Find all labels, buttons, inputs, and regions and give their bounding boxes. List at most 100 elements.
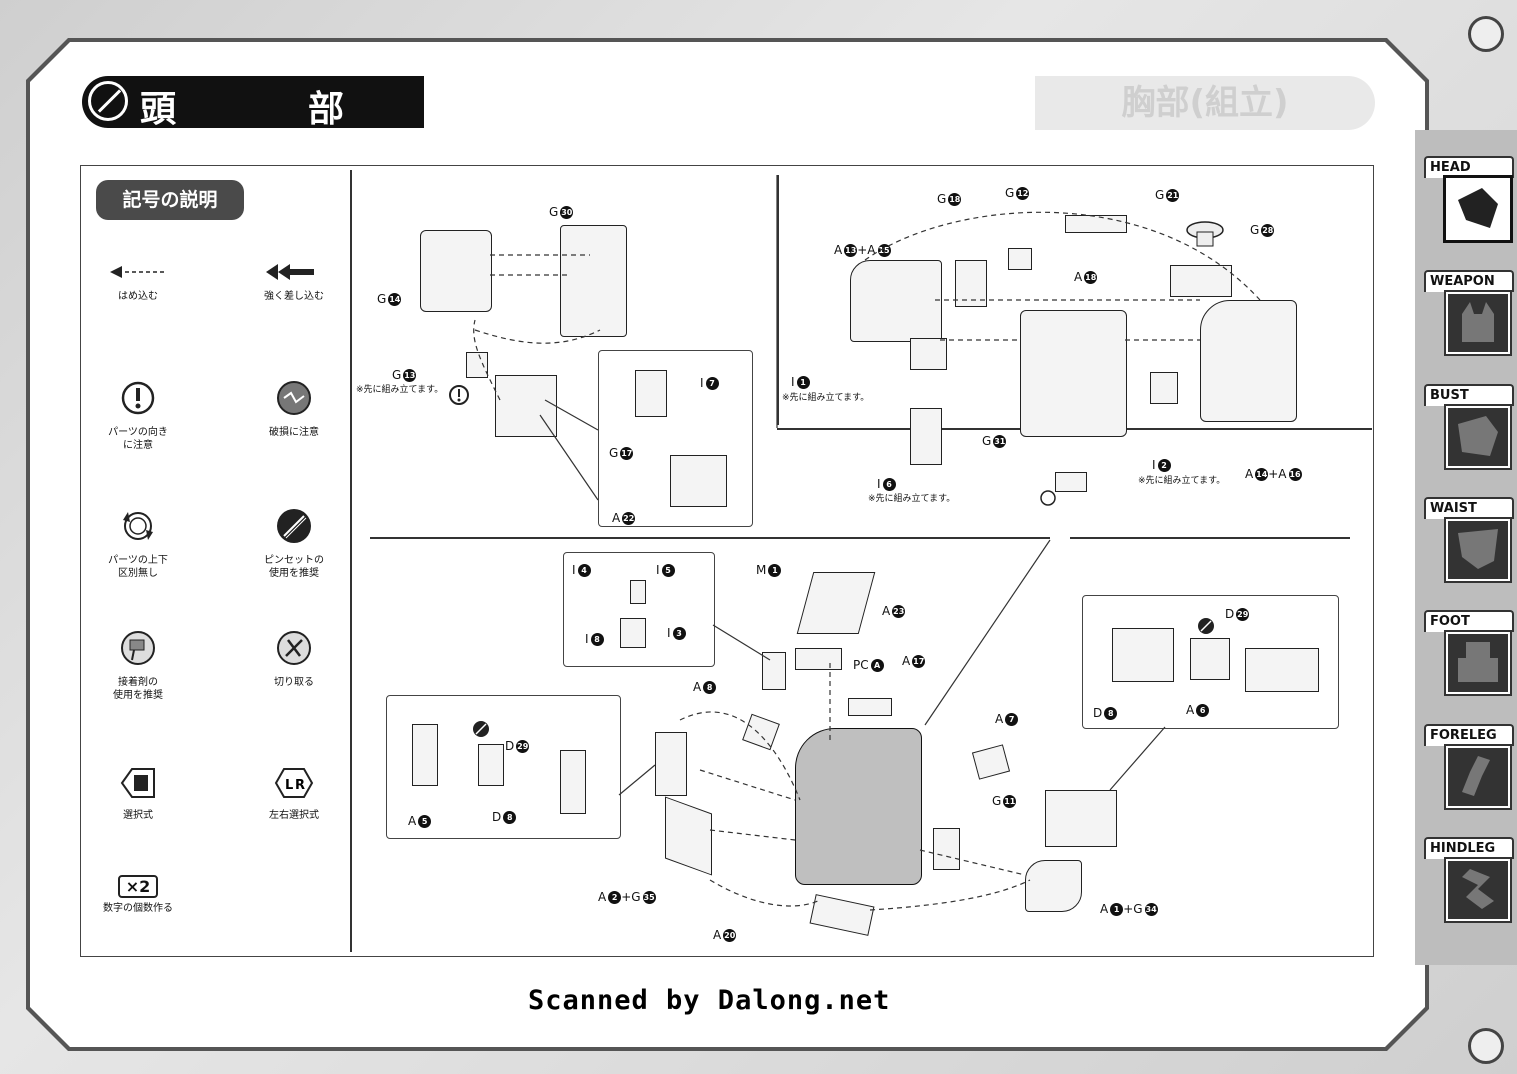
weapon-icon xyxy=(1446,292,1510,354)
part-d8 xyxy=(560,750,586,814)
hindleg-icon xyxy=(1446,859,1510,921)
legend-header: 記号の説明 xyxy=(96,180,244,220)
step-divider xyxy=(777,175,779,425)
part-g12 xyxy=(1008,248,1032,270)
foreleg-icon xyxy=(1446,746,1510,808)
part-i2 xyxy=(1150,372,1178,404)
pilot-figure xyxy=(630,580,646,604)
part-jaw xyxy=(495,375,557,437)
tab-head[interactable]: HEAD xyxy=(1424,156,1514,240)
part-i6 xyxy=(910,408,942,465)
part-a6 xyxy=(1245,648,1319,692)
tweezers-icon xyxy=(1198,618,1214,634)
part-g30 xyxy=(560,225,627,337)
tab-label: BUST xyxy=(1424,384,1514,406)
part-g21 xyxy=(1186,221,1224,247)
tab-label: FORELEG xyxy=(1424,724,1514,746)
part-d29-right xyxy=(1190,638,1230,680)
tab-label: HEAD xyxy=(1424,156,1514,178)
svg-text:L: L xyxy=(285,778,293,793)
select-icon xyxy=(120,768,155,798)
page-title-bar xyxy=(82,76,424,128)
glue-icon xyxy=(121,631,155,665)
note: ※先に組み立てます。 xyxy=(868,494,956,504)
waist-icon xyxy=(1446,519,1510,581)
part-d29 xyxy=(478,744,504,786)
part-g18 xyxy=(955,260,987,307)
step-divider xyxy=(370,537,1050,539)
multiply-icon: ×2 xyxy=(117,875,159,898)
part-i1 xyxy=(910,338,947,370)
ghost-title: 胸部(組立) xyxy=(1035,76,1375,130)
page-title: 頭 部 xyxy=(140,89,393,130)
svg-text:R: R xyxy=(295,778,305,793)
legend-item-push: 強く差し込む xyxy=(224,262,364,303)
part-a22 xyxy=(670,455,727,507)
note: ※先に組み立てます。 xyxy=(1138,476,1226,486)
legend-divider xyxy=(350,170,352,952)
foot-icon xyxy=(1446,632,1510,694)
tab-foot[interactable]: FOOT xyxy=(1424,610,1514,694)
legend-label: 破損に注意 xyxy=(269,427,319,438)
tab-waist[interactable]: WAIST xyxy=(1424,497,1514,581)
tab-weapon[interactable]: WEAPON xyxy=(1424,270,1514,354)
damage-icon xyxy=(277,381,311,415)
legend-item-insert: はめ込む xyxy=(68,262,208,303)
head-core xyxy=(1020,310,1127,437)
legend-item-glue: 接着剤の 使用を推奨 xyxy=(68,628,208,702)
push-arrow-icon xyxy=(266,264,314,280)
bust-icon xyxy=(1446,406,1510,468)
part-i7 xyxy=(635,370,667,417)
legend-label: 選択式 xyxy=(123,810,153,821)
part-a1-g34 xyxy=(1025,860,1082,912)
part-a13 xyxy=(850,260,942,342)
tab-label: WAIST xyxy=(1424,497,1514,519)
tab-label: HINDLEG xyxy=(1424,837,1514,859)
scanned-by-watermark: Scanned by Dalong.net xyxy=(528,985,891,1016)
tab-hindleg[interactable]: HINDLEG xyxy=(1424,837,1514,921)
part-g31 xyxy=(1055,472,1087,492)
rotate-icon xyxy=(123,512,153,540)
tab-bust[interactable]: BUST xyxy=(1424,384,1514,468)
step-divider xyxy=(1070,537,1350,539)
insert-arrow-icon xyxy=(110,266,166,278)
head-main-assembly xyxy=(795,728,922,885)
part-a5 xyxy=(412,724,438,786)
legend-label: パーツの向き に注意 xyxy=(108,427,168,451)
legend-item-damage: 破損に注意 xyxy=(224,378,364,439)
corner-ornament-icon xyxy=(1468,1028,1504,1064)
instructions-panel xyxy=(80,165,1374,957)
legend-label: 強く差し込む xyxy=(264,291,324,302)
tab-foreleg[interactable]: FORELEG xyxy=(1424,724,1514,808)
compass-icon xyxy=(88,81,128,121)
note: ※先に組み立てます。 xyxy=(356,385,444,395)
caution-icon xyxy=(121,381,155,415)
